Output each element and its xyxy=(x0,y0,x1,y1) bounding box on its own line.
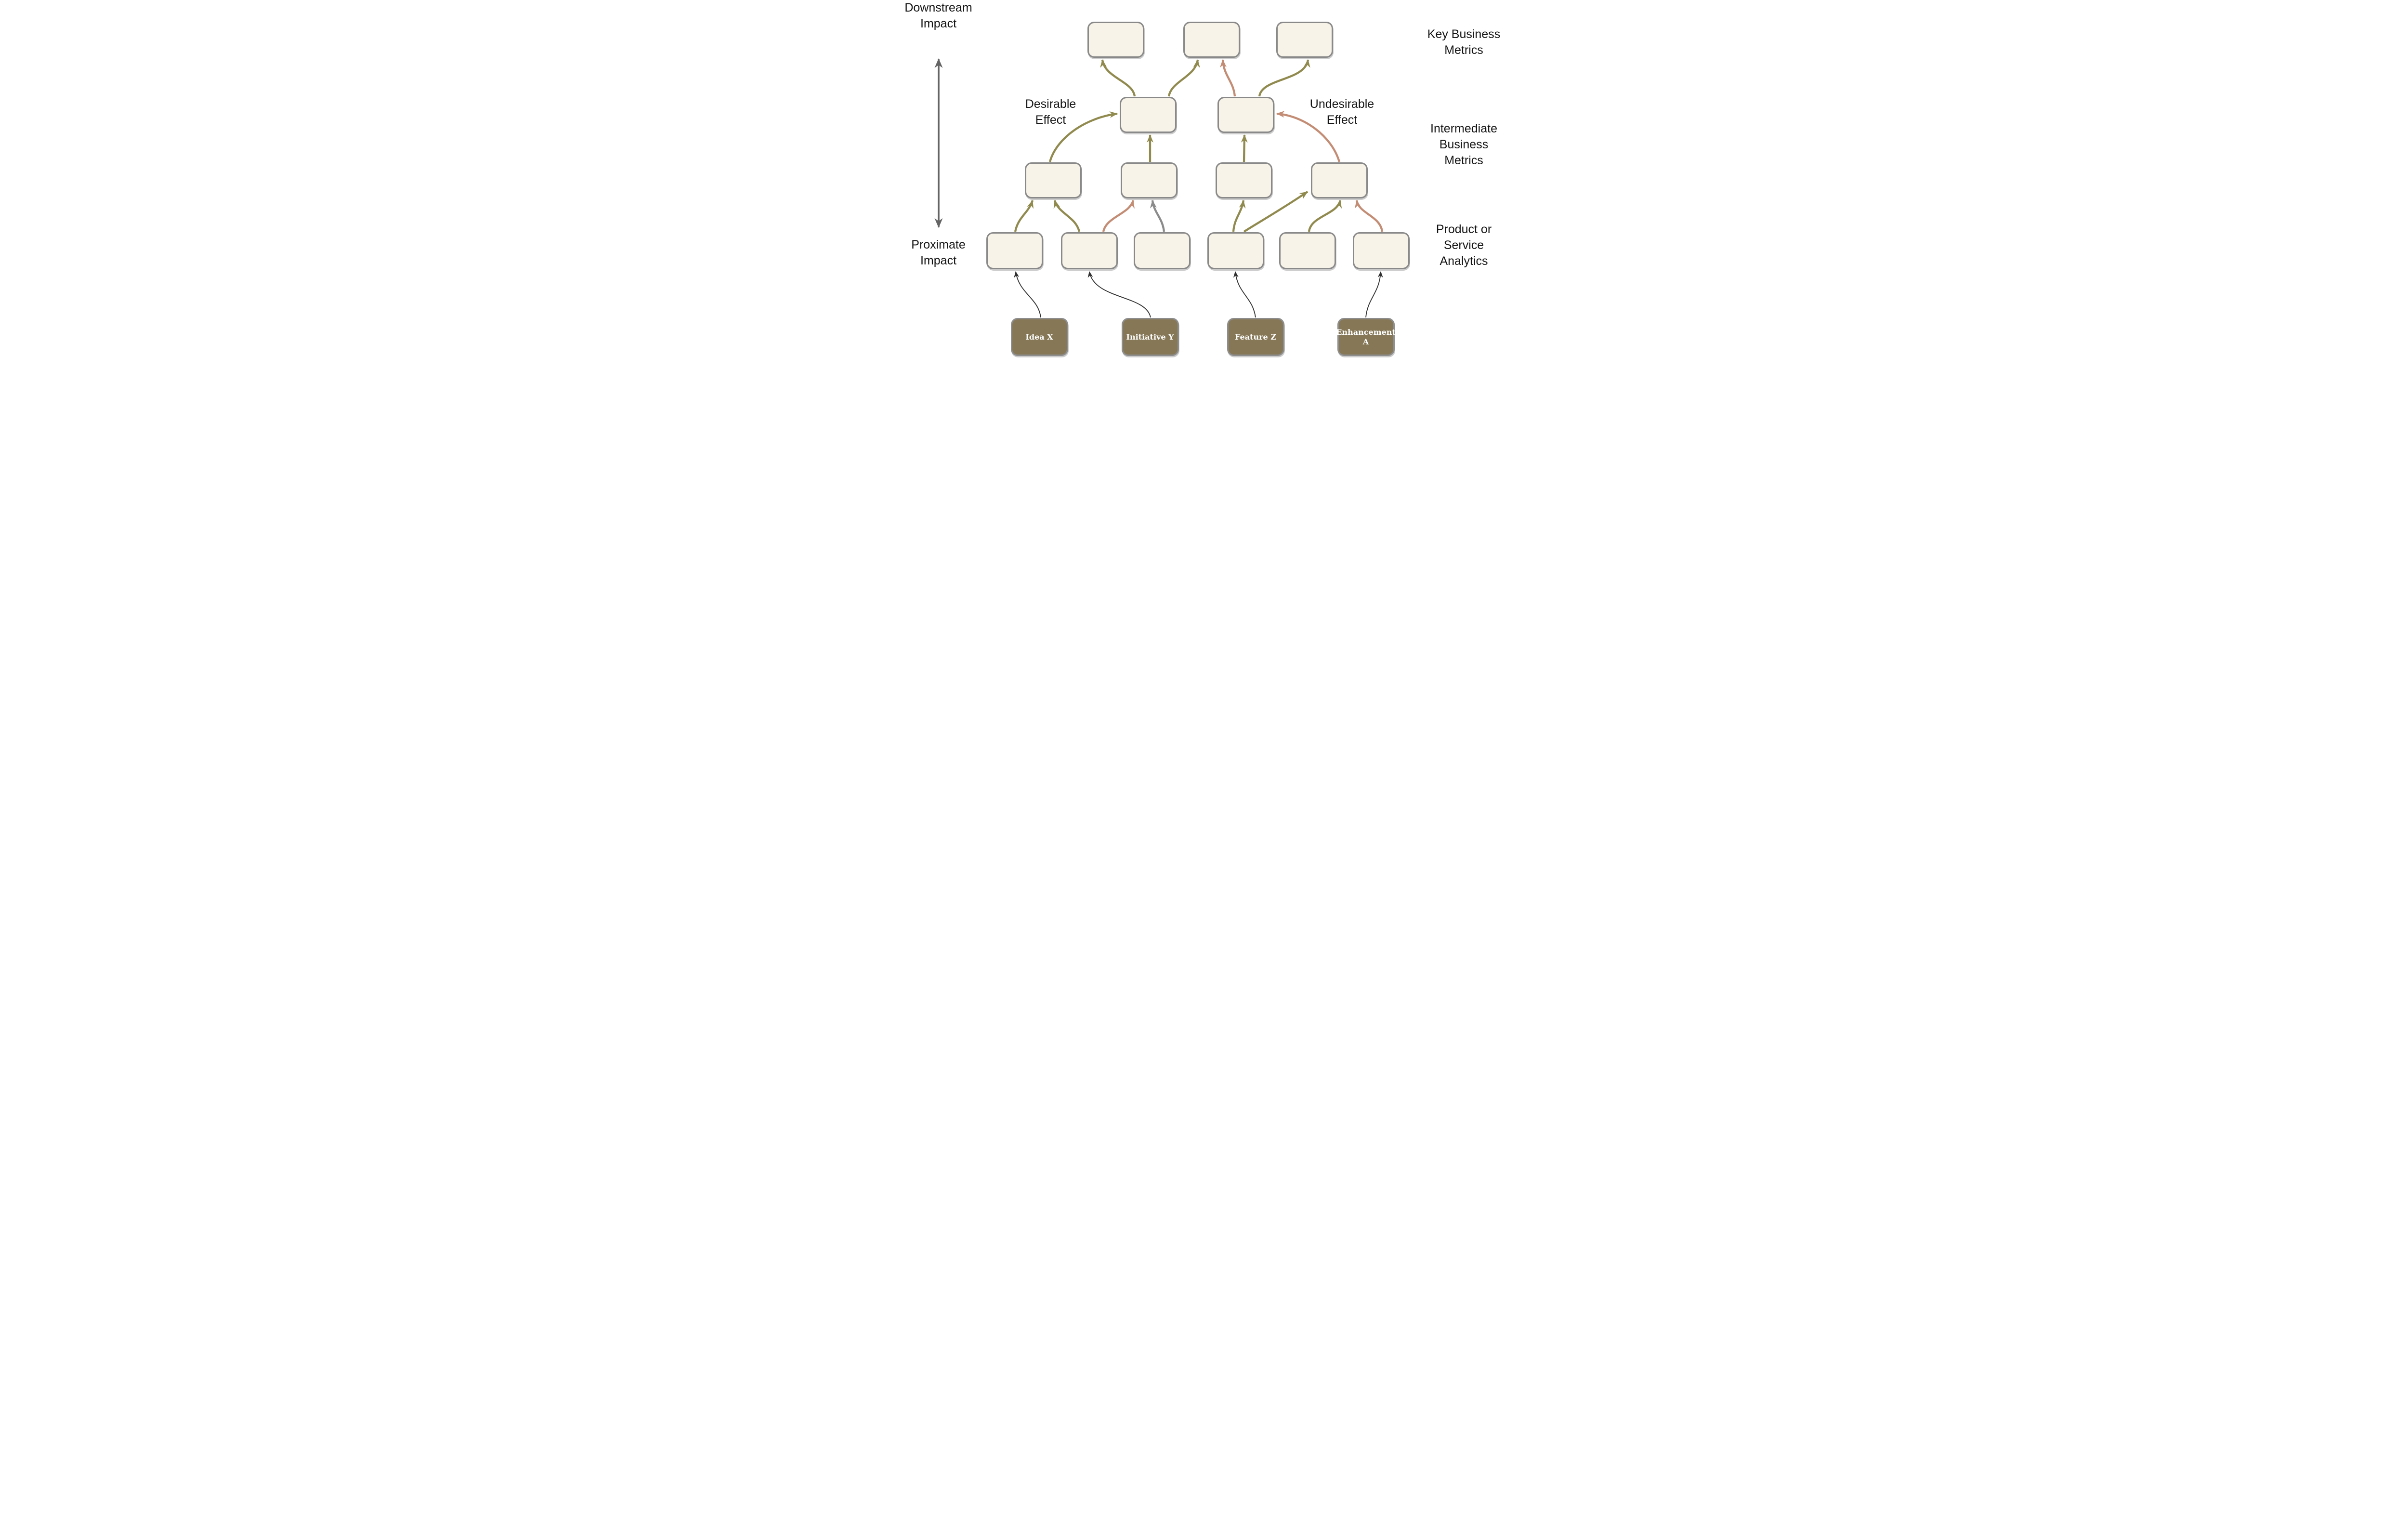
intermediate-business-metrics-line2: Business xyxy=(1439,138,1489,151)
product-or-service-analytics-line3: Analytics xyxy=(1440,254,1488,268)
initiative-enhancement-a-label-line2: A xyxy=(1362,337,1369,346)
undesirable-effect-label: Undesirable Effect xyxy=(1301,96,1383,128)
edge-enhancement-a-to-analytics-6 xyxy=(1365,271,1383,318)
initiative-feature-z: Feature Z xyxy=(1227,318,1284,356)
proximate-impact-line1: Proximate xyxy=(911,238,966,251)
node-key-metric-2 xyxy=(1183,22,1240,58)
initiative-feature-z-label-line1: Feature Z xyxy=(1235,332,1276,342)
node-analytics-3 xyxy=(1133,232,1191,269)
key-business-metrics-line1: Key Business xyxy=(1427,27,1501,41)
intermediate-business-metrics-line1: Intermediate xyxy=(1430,122,1497,135)
key-business-metrics-label: Key Business Metrics xyxy=(1421,26,1507,58)
initiative-initiative-y-label-line1: Initiative Y xyxy=(1126,332,1174,342)
proximate-impact-label: Proximate Impact xyxy=(898,237,980,269)
product-or-service-analytics-line1: Product or xyxy=(1436,223,1492,236)
downstream-impact-line2: Impact xyxy=(920,17,957,30)
edge-analytics-4-to-intermediate-lower-3 xyxy=(1232,200,1245,232)
node-key-metric-3 xyxy=(1276,22,1333,58)
edge-initiative-y-to-analytics-2 xyxy=(1087,271,1151,318)
edge-intermediate-upper-1-to-key-metric-2 xyxy=(1167,59,1200,97)
node-intermediate-lower-3 xyxy=(1215,162,1272,198)
edge-analytics-3-to-intermediate-lower-2 xyxy=(1150,200,1165,232)
desirable-effect-line2: Effect xyxy=(1035,113,1066,127)
node-analytics-4 xyxy=(1207,232,1264,269)
initiative-idea-x-label-line1: Idea X xyxy=(1025,332,1053,342)
edge-intermediate-lower-1-to-intermediate-upper-1 xyxy=(1048,111,1118,162)
node-intermediate-lower-2 xyxy=(1120,162,1178,198)
edge-analytics-1-to-intermediate-lower-1 xyxy=(1014,200,1034,232)
edge-idea-x-to-analytics-1 xyxy=(1013,271,1041,318)
edge-intermediate-upper-2-to-key-metric-3 xyxy=(1258,59,1310,97)
edge-intermediate-upper-2-to-key-metric-2 xyxy=(1219,59,1236,97)
node-analytics-6 xyxy=(1352,232,1410,269)
proximate-impact-line2: Impact xyxy=(920,254,957,267)
intermediate-business-metrics-label: Intermediate Business Metrics xyxy=(1421,121,1507,169)
node-key-metric-1 xyxy=(1087,22,1144,58)
node-intermediate-lower-1 xyxy=(1024,162,1082,198)
product-or-service-analytics-line2: Service xyxy=(1443,238,1484,252)
edge-intermediate-upper-1-to-key-metric-1 xyxy=(1099,59,1136,97)
product-or-service-analytics-label: Product or Service Analytics xyxy=(1421,222,1507,269)
downstream-impact-label: Downstream Impact xyxy=(898,0,980,32)
node-analytics-2 xyxy=(1060,232,1118,269)
desirable-effect-label: Desirable Effect xyxy=(1010,96,1092,128)
undesirable-effect-line1: Undesirable xyxy=(1309,97,1374,111)
node-intermediate-upper-1 xyxy=(1119,97,1177,133)
edge-analytics-2-to-intermediate-lower-1 xyxy=(1053,200,1080,232)
edge-analytics-6-to-intermediate-lower-4 xyxy=(1354,200,1383,232)
node-analytics-5 xyxy=(1279,232,1336,269)
edge-analytics-2-to-intermediate-lower-2 xyxy=(1102,200,1135,232)
undesirable-effect-line2: Effect xyxy=(1326,113,1358,127)
edge-feature-z-to-analytics-4 xyxy=(1233,271,1256,318)
node-intermediate-lower-4 xyxy=(1310,162,1368,198)
edge-intermediate-lower-4-to-intermediate-upper-2 xyxy=(1276,111,1340,162)
downstream-impact-line1: Downstream xyxy=(904,1,972,14)
edge-analytics-4-to-intermediate-lower-4 xyxy=(1243,191,1308,233)
node-intermediate-upper-2 xyxy=(1217,97,1274,133)
node-analytics-1 xyxy=(986,232,1043,269)
edge-analytics-5-to-intermediate-lower-4 xyxy=(1308,200,1342,232)
edges-layer xyxy=(934,58,1383,318)
intermediate-business-metrics-line3: Metrics xyxy=(1444,154,1483,167)
key-business-metrics-line2: Metrics xyxy=(1444,43,1483,57)
initiative-idea-x: Idea X xyxy=(1010,318,1068,356)
initiative-initiative-y: Initiative Y xyxy=(1121,318,1179,356)
initiative-enhancement-a-label-line1: Enhancement xyxy=(1336,327,1396,337)
desirable-effect-line1: Desirable xyxy=(1025,97,1076,111)
